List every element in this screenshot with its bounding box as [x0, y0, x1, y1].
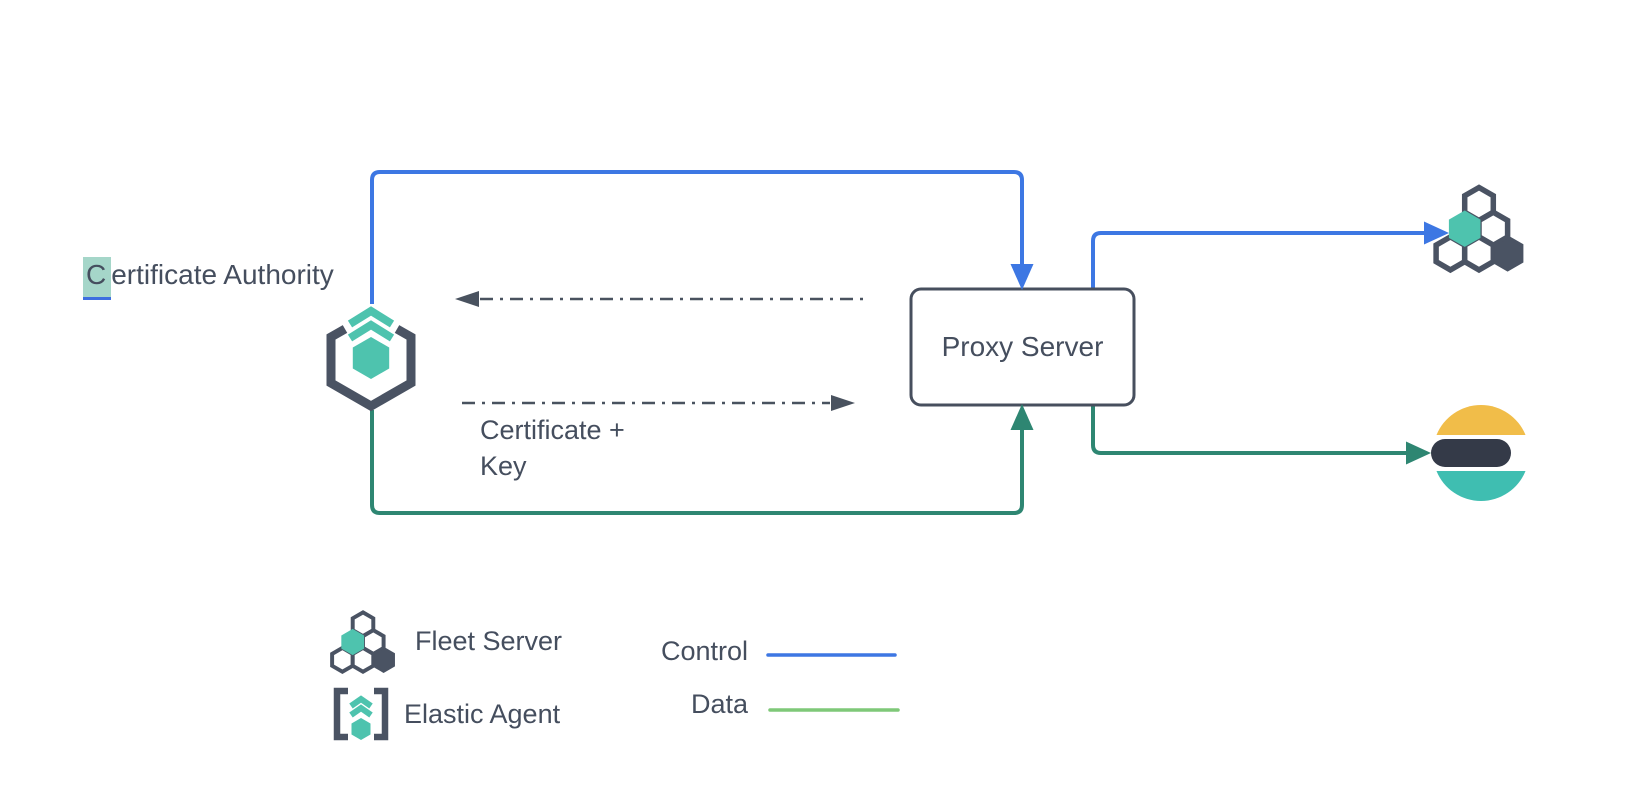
fleet-server-icon[interactable] [1436, 188, 1522, 270]
proxy-server-label[interactable]: Proxy Server [941, 331, 1104, 362]
legend-fleet-server-label[interactable]: Fleet Server [415, 626, 563, 656]
elasticsearch-icon[interactable] [1431, 404, 1526, 502]
certificate-authority-text: ertificate Authority [111, 259, 334, 290]
control-connector-proxy-fleet[interactable] [1091, 221, 1449, 289]
legend-elastic-agent-icon[interactable] [333, 687, 389, 741]
legend-control-label[interactable]: Control [660, 636, 748, 666]
selected-character: C [83, 257, 112, 300]
control-arrowhead-into-proxy [1010, 264, 1034, 290]
data-connector-proxy-elasticsearch[interactable] [1091, 406, 1431, 465]
dashed-arrow-to-ca[interactable] [455, 291, 868, 307]
certificate-key-label[interactable]: Certificate + Key [480, 415, 625, 481]
data-connector-agent-proxy[interactable] [370, 410, 1024, 515]
proxy-server-box[interactable] [909, 287, 1136, 407]
control-connector-agent-proxy[interactable] [370, 170, 1024, 304]
elastic-agent-icon[interactable] [326, 306, 416, 412]
legend-elastic-agent-label[interactable]: Elastic Agent [404, 699, 561, 729]
data-arrowhead-into-proxy [1010, 404, 1034, 430]
certificate-key-arrow[interactable] [462, 395, 855, 411]
legend-fleet-server-icon[interactable] [330, 610, 396, 674]
legend-data-label[interactable]: Data [690, 689, 748, 719]
